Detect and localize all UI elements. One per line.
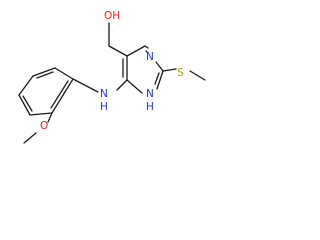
bond-n1-c6 xyxy=(126,79,143,94)
bond-ar5-ar6 xyxy=(29,112,53,116)
bonds xyxy=(18,22,206,144)
bond-c5-ch2 xyxy=(108,45,128,57)
bond-ar3-ar4 xyxy=(18,75,34,96)
bond-ar1-ar2 xyxy=(54,67,74,80)
sulfur-label: S xyxy=(177,67,184,79)
bond-ar6-ar1 xyxy=(51,78,74,114)
bond-ar2-ar3 xyxy=(32,67,56,77)
ring-nh-h-label: H xyxy=(146,101,154,113)
bond-o-ch3 xyxy=(23,132,37,144)
bond-c2-n1 xyxy=(156,70,164,90)
bond-c4h-n3-double xyxy=(145,50,148,53)
ring-n1-label: N xyxy=(146,88,154,100)
hydroxyl-label: OH xyxy=(104,10,120,22)
bond-n3-c2 xyxy=(155,61,164,72)
ring-n3-label: N xyxy=(146,51,154,63)
bond-ar4-ar5-double xyxy=(22,95,33,112)
amine-n-label: N xyxy=(100,88,108,100)
molecule-structure-diagram: OH N S H N N H O xyxy=(18,10,206,144)
bond-ar6-ar1-double xyxy=(50,80,69,109)
bond-ar4-ar5 xyxy=(18,94,31,116)
bond-c2-s xyxy=(162,68,177,72)
bond-ar2-ar3-double xyxy=(36,71,54,79)
bond-c2-n1-double xyxy=(154,72,160,85)
methoxy-o-label: O xyxy=(40,120,48,132)
atom-labels: OH N S H N N H O xyxy=(40,10,184,132)
bond-nh-phenyl xyxy=(72,78,99,93)
amine-h-label: H xyxy=(100,101,108,113)
bond-ar6-o xyxy=(47,112,53,123)
bond-s-ch3 xyxy=(189,70,206,81)
bond-c6-nh xyxy=(116,79,128,91)
bond-c4h-n3 xyxy=(144,45,149,49)
bond-c5-c4h xyxy=(126,45,146,57)
